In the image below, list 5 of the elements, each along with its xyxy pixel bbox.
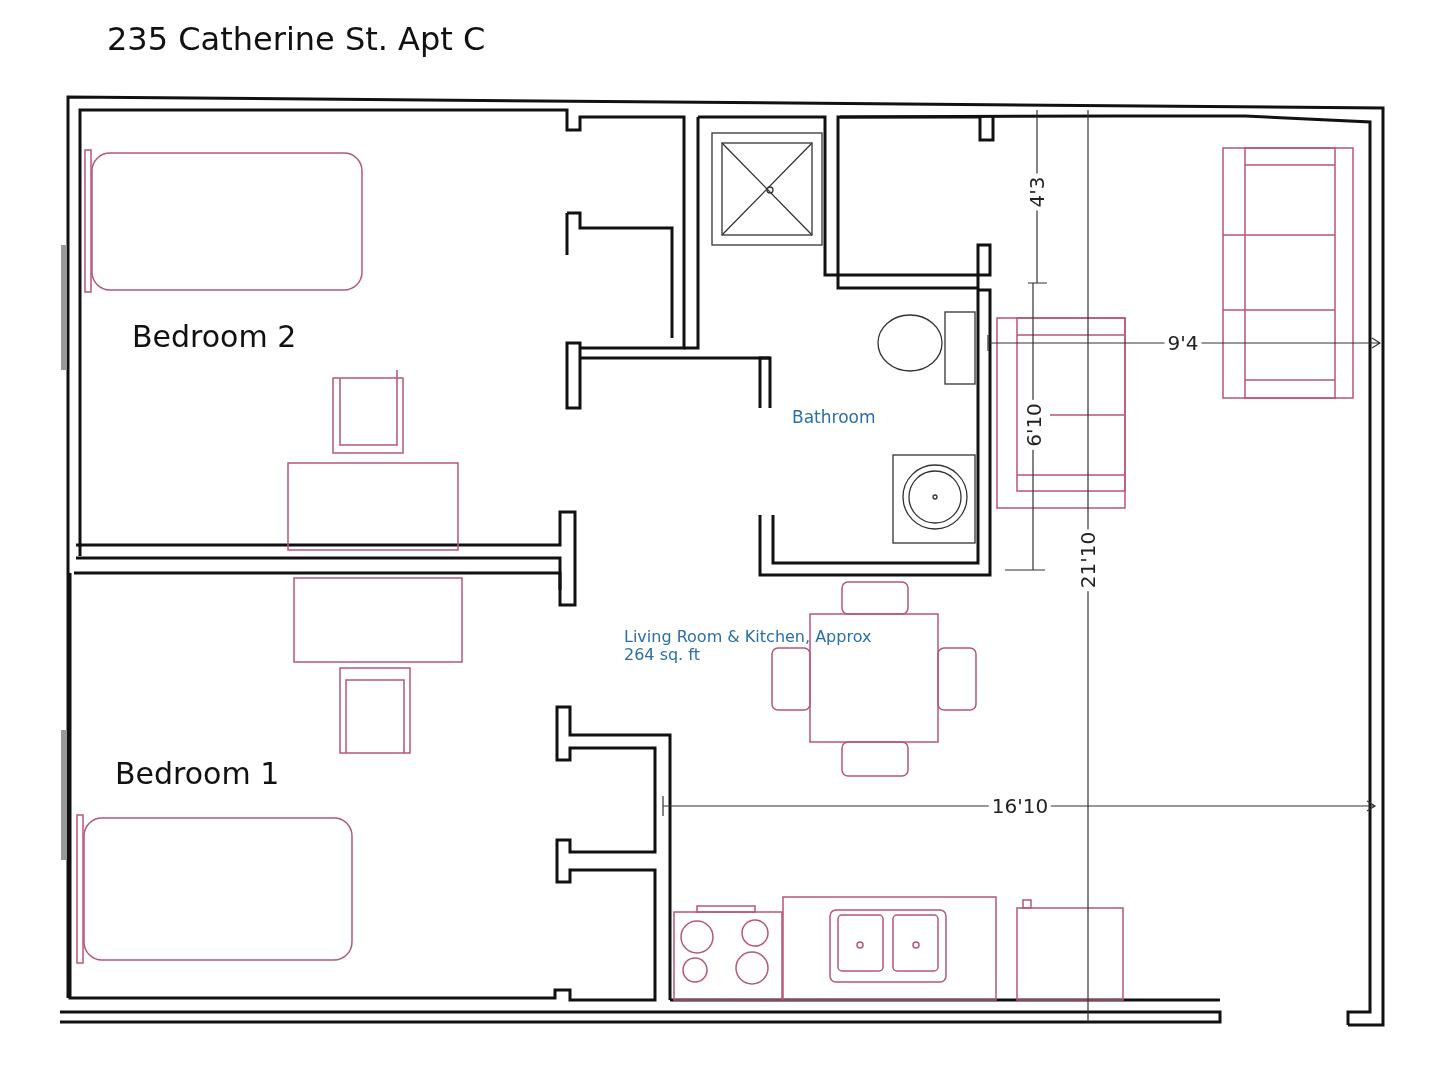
room-label: Bedroom 1 [115, 757, 280, 792]
room-label: Living Room & Kitchen, Approx 264 sq. ft [624, 628, 873, 665]
title: 235 Catherine St. Apt C [107, 20, 486, 58]
room-label: Bedroom 2 [132, 320, 297, 355]
room-label: Bathroom [792, 408, 876, 428]
